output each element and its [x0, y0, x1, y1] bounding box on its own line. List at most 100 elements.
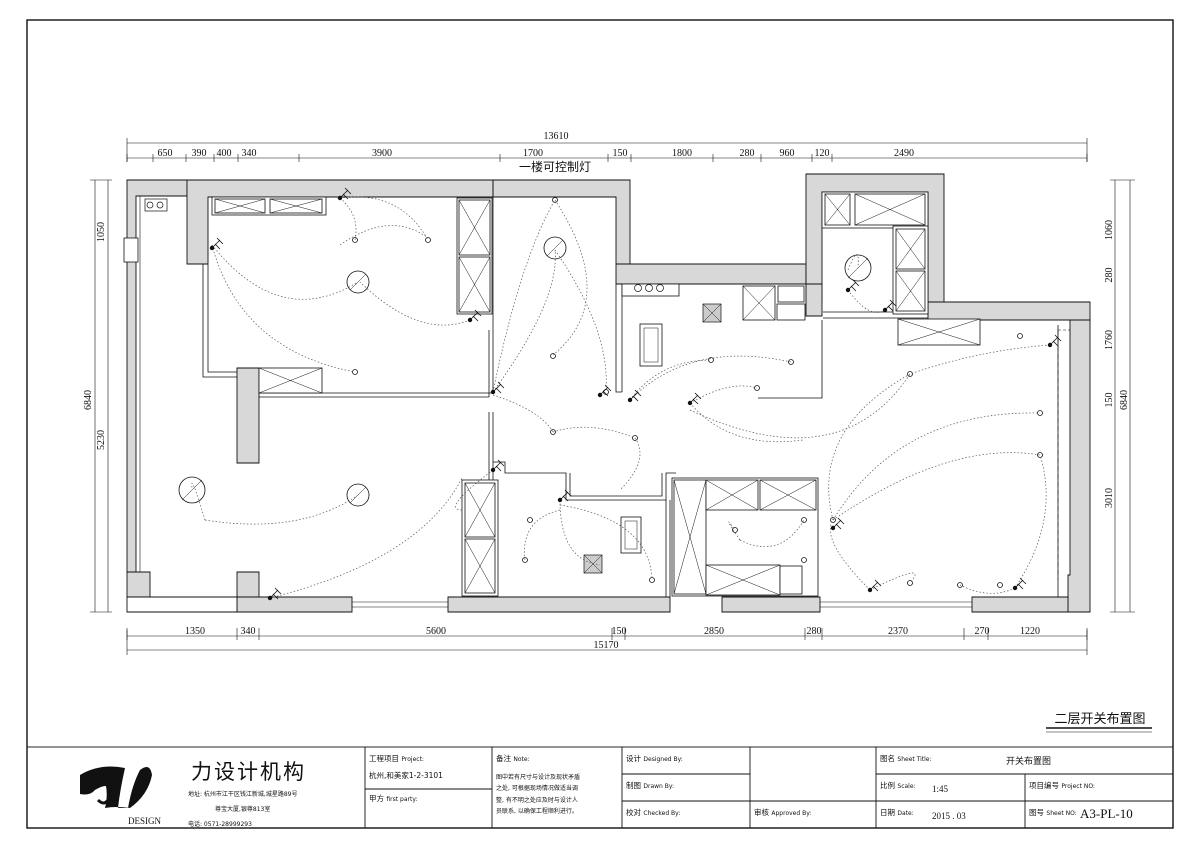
sheet-border	[26, 19, 1174, 829]
fixture-crosses	[583, 303, 722, 574]
light-switch-dot	[627, 397, 633, 403]
right-dim-1060: 1060	[1104, 220, 1115, 240]
pendant-light-hatch	[181, 479, 203, 501]
pendant-light-hatch	[546, 239, 564, 257]
bottom-dim-label: 280	[807, 626, 822, 637]
bottom-dim-label: 1350	[185, 626, 205, 637]
sheet-title-value: 开关布置图	[1006, 757, 1052, 767]
bottom-dim-label: 2850	[704, 626, 724, 637]
designed-label: 设计 Designed By:	[626, 753, 683, 764]
light-switch-dot	[597, 392, 603, 398]
light-switch-dot	[490, 389, 496, 395]
switch-wires	[191, 196, 1051, 599]
top-dim-label: 280	[740, 148, 755, 159]
date-value: 2015 . 03	[932, 811, 966, 821]
note-line-4: 员联系, 以确保工程顺利进行。	[496, 808, 578, 815]
scale-label: 比例 Scale:	[880, 780, 916, 791]
light-switch-dot	[867, 587, 873, 593]
bottom-dim-label: 2370	[888, 626, 908, 637]
note-line-1: 图中若有尺寸与设计及现状矛盾	[496, 774, 581, 781]
ceiling-lights	[178, 197, 1043, 588]
bottom-total-dim: 15170	[594, 640, 619, 651]
address-line2: 尊宝大厦,银尊813室	[215, 806, 271, 813]
top-dim-label: 1800	[672, 148, 692, 159]
light-switch-dot	[337, 195, 343, 201]
bottom-dim-label: 1220	[1020, 626, 1040, 637]
logo-caption: DESIGN	[128, 816, 161, 826]
right-dim-150: 150	[1104, 393, 1115, 408]
drawn-label: 制图 Drawn By:	[626, 780, 674, 791]
approved-label: 审核 Approved By:	[754, 807, 811, 818]
project-label-en: Project:	[401, 756, 424, 763]
sheet-caption: 二层开关布置图	[1054, 712, 1145, 727]
top-total-dim: 13610	[544, 131, 569, 142]
light-switch-dot	[830, 525, 836, 531]
light-switch-dot	[1012, 585, 1018, 591]
sheet-title-label-en: Sheet Title:	[897, 756, 932, 763]
sheet-no-value: A3-PL-10	[1080, 806, 1133, 821]
title-block-grid	[26, 746, 1174, 829]
note-label-en: Note:	[513, 756, 530, 763]
right-dim-3010: 3010	[1104, 488, 1115, 508]
checked-label-en: Checked By:	[643, 810, 681, 817]
scale-label-en: Scale:	[897, 783, 916, 790]
bottom-dim-label: 340	[241, 626, 256, 637]
designed-label-cn: 设计	[626, 754, 641, 763]
first-party-label-cn: 甲方	[369, 794, 384, 803]
bottom-dim-label: 5600	[426, 626, 446, 637]
light-switch-dot	[467, 317, 473, 323]
project-no-label-en: Project NO:	[1061, 783, 1095, 790]
note-line-3: 整, 有不明之处应及时与设计人	[496, 797, 578, 804]
top-dim-label: 400	[217, 148, 232, 159]
bottom-dim-label: 150	[612, 626, 627, 637]
date-label-cn: 日期	[880, 808, 895, 817]
sheet-no-label-en: Sheet NO:	[1046, 810, 1077, 817]
walls	[126, 173, 1091, 613]
downlight	[801, 557, 807, 563]
inner-rect-lines	[624, 327, 659, 550]
scale-label-cn: 比例	[880, 781, 895, 790]
downlight	[522, 557, 528, 563]
windows	[139, 196, 1070, 608]
note-line-2: 之处, 可根据现场情况做适当调	[496, 785, 578, 792]
left-dim-1050: 1050	[96, 222, 107, 242]
light-switch-dot	[557, 497, 563, 503]
date-label-en: Date:	[897, 810, 914, 817]
top-dim-label: 2490	[894, 148, 914, 159]
note-label: 备注 Note:	[496, 753, 530, 764]
top-dim-label: 120	[815, 148, 830, 159]
sheet-title-label-cn: 图名	[880, 754, 895, 763]
downlight	[732, 527, 738, 533]
light-switch-dot	[687, 400, 693, 406]
first-party-label: 甲方 first party:	[369, 793, 417, 804]
light-switch-dot	[490, 467, 496, 473]
approved-label-en: Approved By:	[771, 810, 812, 817]
checked-label-cn: 校对	[626, 808, 641, 817]
project-no-label-cn: 项目编号	[1029, 781, 1059, 790]
stove-burners	[144, 198, 664, 292]
designed-label-en: Designed By:	[643, 756, 683, 763]
light-switch-dot	[267, 595, 273, 601]
note-label-cn: 备注	[496, 754, 511, 763]
top-dim-label: 960	[780, 148, 795, 159]
first-party-label-en: first party:	[386, 796, 418, 803]
downlight	[788, 359, 794, 365]
downlight	[527, 517, 533, 523]
top-dim-label: 1700	[523, 148, 543, 159]
drawn-label-en: Drawn By:	[643, 783, 675, 790]
top-label: 一楼可控制灯	[519, 159, 591, 174]
top-dimensions	[126, 138, 1088, 162]
date-label: 日期 Date:	[880, 807, 914, 818]
sheet-no-label: 图号 Sheet NO:	[1029, 807, 1077, 818]
address-line1: 地址: 杭州市江干区钱江新城,城星路89号	[188, 791, 298, 798]
company-logo	[80, 766, 152, 808]
scale-value: 1:45	[932, 784, 949, 794]
downlight	[550, 353, 556, 359]
light-switch-dot	[1047, 342, 1053, 348]
right-dim-1760: 1760	[1104, 330, 1115, 350]
sheet-title-label: 图名 Sheet Title:	[880, 753, 932, 764]
left-dim-5230: 5230	[96, 430, 107, 450]
